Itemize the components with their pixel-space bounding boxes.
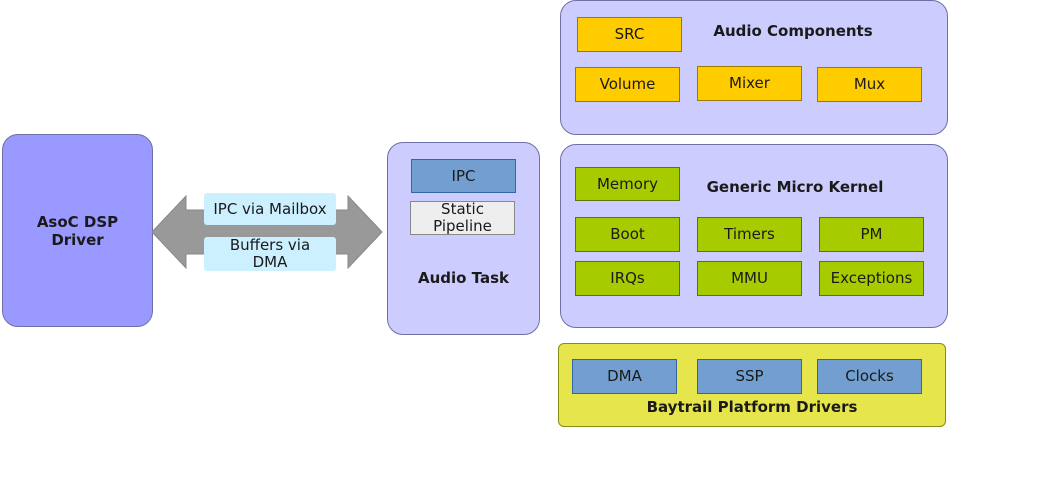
ssp-box: SSP xyxy=(697,359,802,394)
audio-task-title: Audio Task xyxy=(417,269,510,287)
src-box: SRC xyxy=(577,17,682,52)
ipc-box: IPC xyxy=(411,159,516,193)
asoc-dsp-driver-block: AsoC DSP Driver xyxy=(2,134,153,327)
audio-components-title: Audio Components xyxy=(713,22,873,40)
irqs-box: IRQs xyxy=(575,261,680,296)
buffers-via-dma-label: Buffers via DMA xyxy=(204,237,336,271)
micro-kernel-title: Generic Micro Kernel xyxy=(706,178,884,196)
dma-box: DMA xyxy=(572,359,677,394)
asoc-dsp-driver-label: AsoC DSP Driver xyxy=(36,212,119,249)
volume-box: Volume xyxy=(575,67,680,102)
boot-box: Boot xyxy=(575,217,680,252)
timers-box: Timers xyxy=(697,217,802,252)
exceptions-box: Exceptions xyxy=(819,261,924,296)
ipc-via-mailbox-label: IPC via Mailbox xyxy=(204,193,336,225)
memory-box: Memory xyxy=(575,167,680,201)
mux-box: Mux xyxy=(817,67,922,102)
clocks-box: Clocks xyxy=(817,359,922,394)
static-pipeline-box: Static Pipeline xyxy=(410,201,515,235)
mmu-box: MMU xyxy=(697,261,802,296)
pm-box: PM xyxy=(819,217,924,252)
mixer-box: Mixer xyxy=(697,66,802,101)
platform-drivers-title: Baytrail Platform Drivers xyxy=(646,398,858,416)
